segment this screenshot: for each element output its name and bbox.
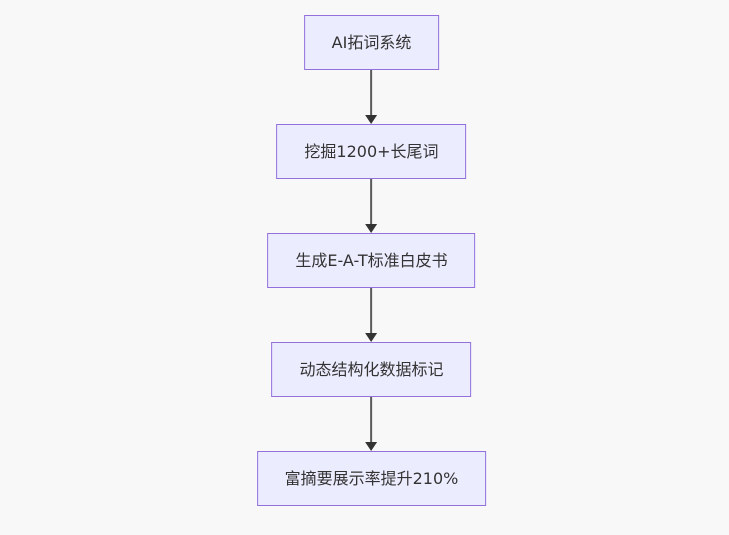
arrow-line <box>370 397 373 442</box>
flow-node-label: 动态结构化数据标记 <box>299 359 444 379</box>
flow-node-structured-data-markup: 动态结构化数据标记 <box>271 342 472 397</box>
flow-node-longtail-mining: 挖掘1200+长尾词 <box>276 124 467 179</box>
arrow-line <box>370 70 373 115</box>
flow-arrow-4 <box>365 397 378 451</box>
flow-node-eat-whitepaper: 生成E-A-T标准白皮书 <box>267 233 476 288</box>
arrow-down-icon <box>365 115 378 124</box>
flow-arrow-1 <box>365 70 378 124</box>
flow-node-label: 富摘要展示率提升210% <box>284 468 459 488</box>
flowchart-column: AI拓词系统 挖掘1200+长尾词 生成E-A-T标准白皮书 动态结构化数据标记 <box>256 15 487 506</box>
flow-node-rich-snippet-result: 富摘要展示率提升210% <box>256 451 487 506</box>
arrow-down-icon <box>365 224 378 233</box>
flow-arrow-3 <box>365 288 378 342</box>
arrow-line <box>370 288 373 333</box>
flow-node-ai-word-system: AI拓词系统 <box>303 15 440 70</box>
flow-arrow-2 <box>365 179 378 233</box>
flow-node-label: 生成E-A-T标准白皮书 <box>295 250 448 270</box>
arrow-down-icon <box>365 333 378 342</box>
flow-node-label: 挖掘1200+长尾词 <box>304 141 439 161</box>
arrow-line <box>370 179 373 224</box>
flow-node-label: AI拓词系统 <box>331 32 412 52</box>
arrow-down-icon <box>365 442 378 451</box>
